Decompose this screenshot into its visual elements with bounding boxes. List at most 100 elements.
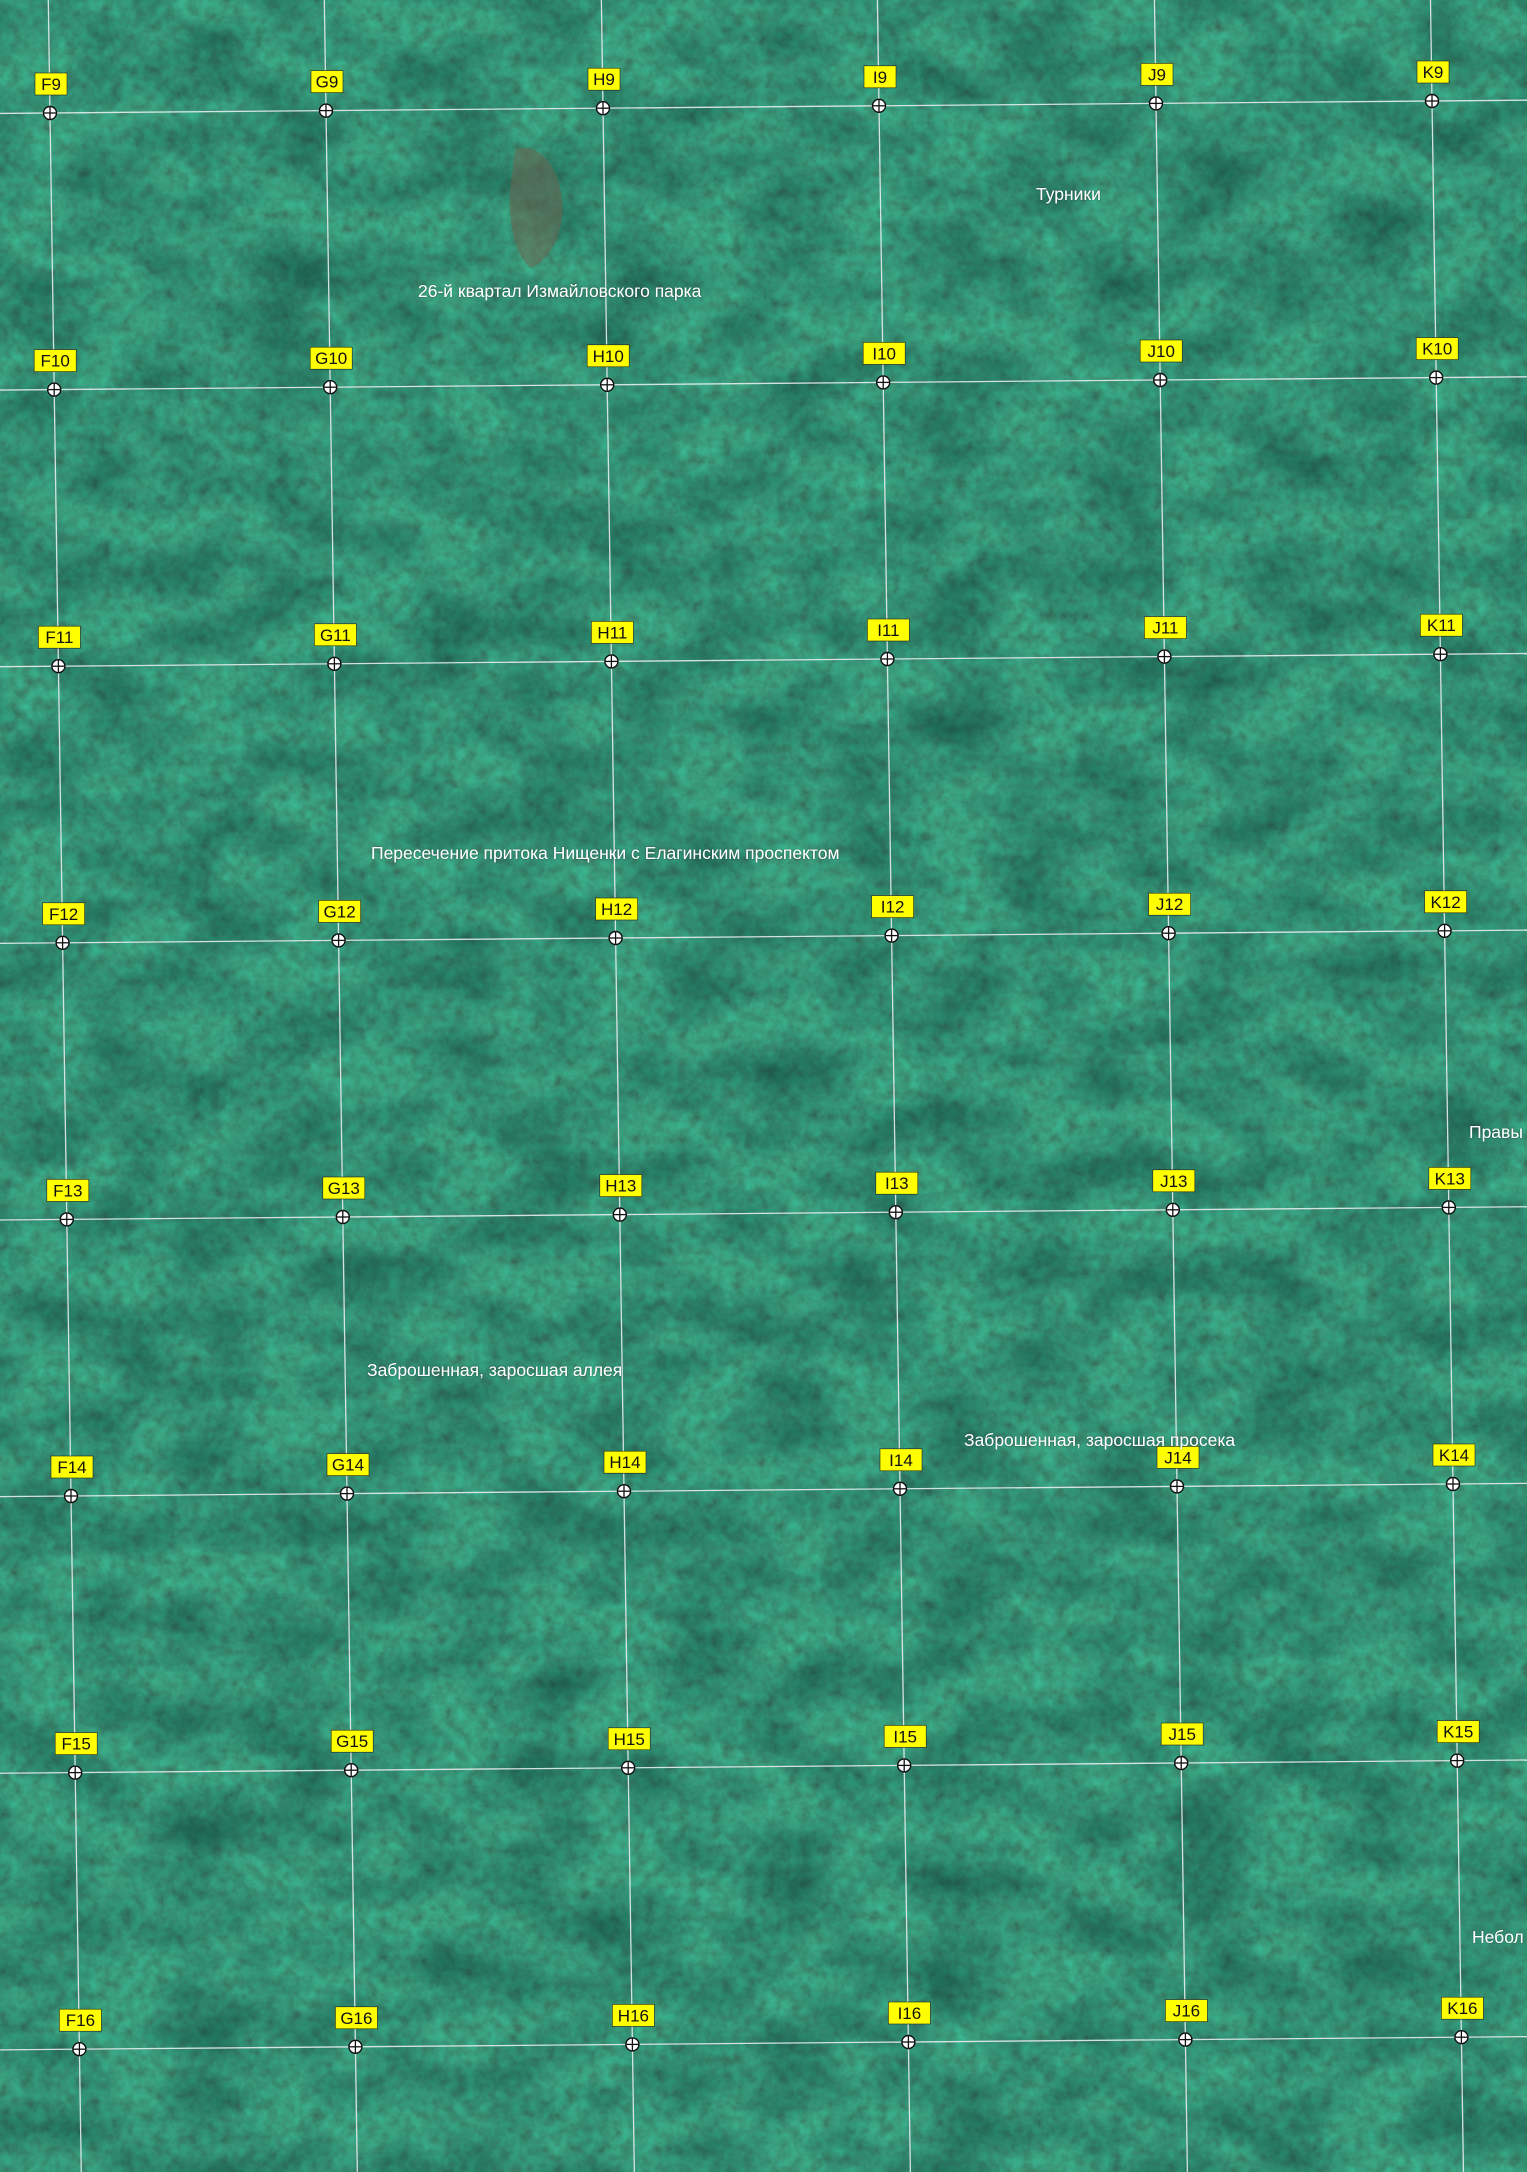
control-point-label-bg xyxy=(599,1174,643,1197)
control-point-label: G9 xyxy=(316,73,339,92)
control-point-label-bg xyxy=(883,1725,927,1748)
control-point-label-bg xyxy=(1165,1999,1208,2022)
control-point-g14[interactable]: G14 xyxy=(326,1453,370,1501)
control-point-k13[interactable]: K13 xyxy=(1428,1167,1472,1215)
control-point-label: G15 xyxy=(336,1732,368,1751)
control-point-i12[interactable]: I12 xyxy=(871,895,914,943)
control-point-label-bg xyxy=(875,1171,919,1195)
control-point-label: F15 xyxy=(62,1735,91,1754)
place-label-kvartal-26: 26-й квартал Измайловского парка xyxy=(418,281,702,301)
control-point-k16[interactable]: K16 xyxy=(1441,1996,1484,2045)
control-point-label-bg xyxy=(314,623,357,647)
control-point-j12[interactable]: J12 xyxy=(1148,892,1191,941)
control-point-label: J13 xyxy=(1160,1172,1187,1191)
control-point-g12[interactable]: G12 xyxy=(318,900,361,948)
control-point-h10[interactable]: H10 xyxy=(586,344,630,392)
grid-row-line-11 xyxy=(0,652,1527,668)
control-point-g13[interactable]: G13 xyxy=(322,1176,366,1225)
control-point-label: F9 xyxy=(41,75,61,94)
control-point-label: F10 xyxy=(41,352,70,371)
place-label-proseka: Заброшенная, заросшая просека xyxy=(964,1430,1235,1450)
control-point-f11[interactable]: F11 xyxy=(38,625,81,674)
grid-row-line-15 xyxy=(0,1759,1527,1774)
control-point-label-bg xyxy=(309,346,353,370)
control-point-j10[interactable]: J10 xyxy=(1139,339,1183,388)
control-point-label-bg xyxy=(38,625,81,649)
control-point-j16[interactable]: J16 xyxy=(1165,1999,1208,2047)
control-point-label: G11 xyxy=(320,626,351,645)
control-point-h9[interactable]: H9 xyxy=(587,67,621,116)
control-point-i16[interactable]: I16 xyxy=(888,2001,931,2050)
control-point-i15[interactable]: I15 xyxy=(883,1725,927,1773)
control-point-g10[interactable]: G10 xyxy=(309,346,353,395)
control-point-f14[interactable]: F14 xyxy=(50,1455,94,1504)
control-point-j11[interactable]: J11 xyxy=(1144,616,1187,664)
control-point-label-bg xyxy=(1148,892,1191,916)
control-point-label: F12 xyxy=(49,905,78,924)
control-point-label: K15 xyxy=(1443,1723,1473,1742)
control-point-f16[interactable]: F16 xyxy=(59,2008,102,2057)
control-point-label-bg xyxy=(862,342,906,365)
control-point-f10[interactable]: F10 xyxy=(33,349,77,397)
control-point-g11[interactable]: G11 xyxy=(314,623,357,671)
control-point-i9[interactable]: I9 xyxy=(863,65,897,114)
control-point-h16[interactable]: H16 xyxy=(612,2004,655,2052)
control-point-h11[interactable]: H11 xyxy=(591,621,634,669)
control-point-label-bg xyxy=(54,1732,98,1755)
grid-row-line-16 xyxy=(0,2035,1527,2051)
control-point-label: G13 xyxy=(328,1179,360,1198)
control-point-label-bg xyxy=(587,67,621,91)
place-label-alleya: Заброшенная, заросшая аллея xyxy=(367,1360,622,1380)
control-point-h13[interactable]: H13 xyxy=(599,1174,643,1222)
control-point-k14[interactable]: K14 xyxy=(1432,1443,1476,1492)
control-point-i10[interactable]: I10 xyxy=(862,342,906,390)
control-point-label-bg xyxy=(42,902,85,926)
control-point-label: J15 xyxy=(1168,1725,1195,1744)
control-point-label-bg xyxy=(607,1727,651,1751)
control-point-i14[interactable]: I14 xyxy=(879,1448,923,1497)
control-point-label: H11 xyxy=(597,623,627,642)
control-point-f13[interactable]: F13 xyxy=(46,1179,90,1227)
control-point-g16[interactable]: G16 xyxy=(335,2006,378,2055)
control-point-label-bg xyxy=(46,1179,90,1202)
control-point-label: H15 xyxy=(614,1730,645,1749)
control-point-i13[interactable]: I13 xyxy=(875,1171,919,1220)
control-point-label-bg xyxy=(34,72,68,96)
control-point-label: F16 xyxy=(66,2011,95,2030)
control-point-label-bg xyxy=(603,1450,647,1474)
control-point-label: J9 xyxy=(1148,65,1166,84)
control-point-i11[interactable]: I11 xyxy=(867,618,910,667)
control-point-k12[interactable]: K12 xyxy=(1424,890,1467,938)
control-point-label-bg xyxy=(322,1176,366,1200)
control-point-f12[interactable]: F12 xyxy=(42,902,85,950)
control-point-k11[interactable]: K11 xyxy=(1420,613,1463,662)
control-point-j14[interactable]: J14 xyxy=(1156,1446,1200,1494)
control-point-j9[interactable]: J9 xyxy=(1140,63,1174,111)
control-point-h14[interactable]: H14 xyxy=(603,1450,647,1499)
control-point-f9[interactable]: F9 xyxy=(34,72,68,121)
control-point-label-bg xyxy=(1420,613,1463,637)
control-point-f15[interactable]: F15 xyxy=(54,1732,98,1780)
control-point-label: I16 xyxy=(898,2004,922,2023)
control-point-label: F13 xyxy=(53,1181,82,1200)
control-point-j15[interactable]: J15 xyxy=(1160,1722,1204,1771)
control-point-k10[interactable]: K10 xyxy=(1415,337,1459,385)
control-point-j13[interactable]: J13 xyxy=(1152,1169,1196,1218)
control-point-label: J10 xyxy=(1147,342,1174,361)
grid-row-line-13 xyxy=(0,1206,1527,1221)
control-point-g9[interactable]: G9 xyxy=(310,70,344,118)
control-point-label-bg xyxy=(1415,337,1459,360)
place-label-peresechenie: Пересечение притока Нищенки с Елагинским… xyxy=(371,843,840,863)
control-point-label: I9 xyxy=(873,68,887,87)
control-point-k15[interactable]: K15 xyxy=(1436,1720,1480,1768)
control-point-k9[interactable]: K9 xyxy=(1416,60,1450,109)
control-point-h12[interactable]: H12 xyxy=(595,897,638,946)
control-point-label-bg xyxy=(1416,60,1450,84)
control-point-label-bg xyxy=(612,2004,655,2027)
control-point-label-bg xyxy=(1152,1169,1196,1193)
control-point-g15[interactable]: G15 xyxy=(330,1729,374,1778)
control-point-h15[interactable]: H15 xyxy=(607,1727,651,1776)
control-point-label-bg xyxy=(1441,1996,1484,2020)
